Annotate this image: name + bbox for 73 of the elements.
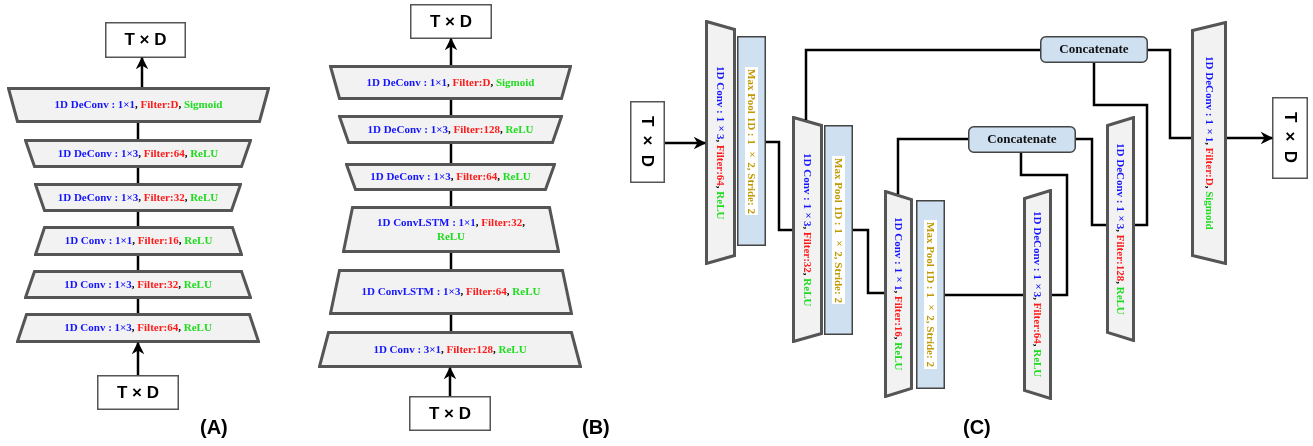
layer-trapezoid <box>1191 21 1227 265</box>
layer-label: 1D DeConv : 1×3, Filter:64, ReLU <box>57 146 219 161</box>
layer-label: 1D Conv : 1×3, Filter:64, ReLU <box>714 65 728 220</box>
connector-line <box>945 293 1023 297</box>
tensor-label: T × D <box>428 402 471 425</box>
layer-label: 1D DeConv : 1×1, Filter:D, Sigmoid <box>366 75 535 90</box>
layer-label: 1D DeConv : 1×1, Filter:D, Sigmoid <box>54 98 223 112</box>
layer-trapezoid <box>24 139 252 168</box>
connector-line <box>896 137 968 194</box>
layer-trapezoid <box>34 183 242 212</box>
layer-trapezoid <box>329 65 572 100</box>
connector-line <box>1148 48 1191 140</box>
layer-trapezoid <box>338 115 563 144</box>
tensor-label: T × D <box>1279 112 1301 164</box>
tensor-box <box>410 4 492 39</box>
layer-label: 1D ConvLSTM : 1×1, Filter:32, ReLU <box>375 215 527 244</box>
tensor-box <box>630 101 665 183</box>
panel-label: (C) <box>963 416 991 439</box>
layer-label: 1D Conv : 1×3, Filter:32, ReLU <box>801 152 815 307</box>
panel-label: (A) <box>200 416 228 439</box>
tensor-box <box>105 22 186 58</box>
connector-line <box>766 140 792 232</box>
tensor-box <box>1272 97 1308 179</box>
panel-label: (B) <box>582 416 610 439</box>
layer-trapezoid <box>34 226 243 256</box>
connector-line <box>1019 153 1069 297</box>
layer-label: 1D DeConv : 1×1, Filter:D, Sigmoid <box>1202 56 1216 230</box>
layer-label: 1D Conv : 3×1, Filter:128, ReLU <box>373 342 527 357</box>
layer-label: 1D DeConv : 1×3, Filter:128, ReLU <box>367 122 534 137</box>
connector-line <box>449 144 453 163</box>
layer-label: 1D Conv : 1×3, Filter:32, ReLU <box>64 277 212 292</box>
layer-trapezoid <box>329 269 573 315</box>
layer-label: 1D Conv : 1×3, Filter:64, ReLU <box>64 321 212 335</box>
layer-label: 1D DeConv : 1×3, Filter:64, ReLU <box>1031 211 1045 378</box>
layer-trapezoid <box>345 163 556 191</box>
connector-line <box>1092 63 1149 227</box>
pooling-bar <box>737 36 766 246</box>
concatenate-label: Concatenate <box>1059 41 1129 58</box>
layer-trapezoid <box>1023 189 1052 400</box>
tensor-label: T × D <box>429 10 472 33</box>
connector-line <box>853 228 884 295</box>
arrow <box>665 136 707 150</box>
tensor-label: T × D <box>116 381 159 404</box>
layer-label: 1D ConvLSTM : 1×3, Filter:64, ReLU <box>361 285 541 299</box>
arrow <box>443 366 457 396</box>
layer-label: 1D DeConv : 1×3, Filter:128, ReLU <box>1114 143 1128 315</box>
layer-trapezoid <box>7 87 270 123</box>
tensor-box <box>97 375 179 410</box>
tensor-label: T × D <box>124 29 167 51</box>
layer-trapezoid <box>16 313 260 343</box>
tensor-label: T × D <box>637 116 659 168</box>
layer-label: 1D DeConv : 1×3, Filter:64, ReLU <box>370 170 531 184</box>
pooling-bar <box>916 200 945 389</box>
layer-trapezoid <box>24 270 252 299</box>
concatenate-box <box>968 126 1076 153</box>
pooling-bar <box>824 125 853 335</box>
tensor-box <box>409 396 491 431</box>
layer-trapezoid <box>318 331 582 368</box>
connector-line <box>1076 137 1106 227</box>
concatenate-label: Concatenate <box>987 131 1057 148</box>
layer-trapezoid <box>705 20 736 265</box>
layer-label: 1D DeConv : 1×3, Filter:32, ReLU <box>57 190 219 205</box>
arrow <box>444 37 458 65</box>
layer-trapezoid <box>342 206 560 253</box>
arrow <box>131 341 145 375</box>
layer-label: 1D Conv : 1×1, Filter:16, ReLU <box>892 217 906 371</box>
layer-trapezoid <box>884 190 913 398</box>
layer-label: 1D Conv : 1×1, Filter:16, ReLU <box>64 234 213 248</box>
concatenate-box <box>1040 36 1148 63</box>
layer-trapezoid <box>1106 116 1135 342</box>
connector-line <box>804 48 1040 120</box>
arrow <box>135 56 149 87</box>
layer-trapezoid <box>792 116 823 343</box>
